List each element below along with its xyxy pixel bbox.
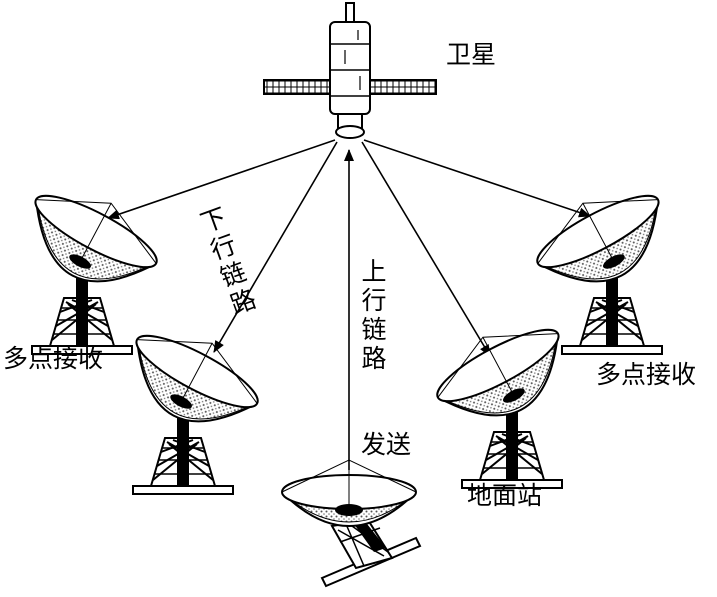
label-multipoint-left: 多点接收 bbox=[3, 344, 104, 373]
satellite-icon bbox=[263, 2, 437, 139]
label-uplink: 上行链路 bbox=[361, 257, 387, 373]
antenna-top-left bbox=[31, 194, 158, 355]
label-multipoint-right: 多点接收 bbox=[596, 360, 697, 389]
downlink-to-top-left bbox=[107, 139, 336, 220]
label-ground-station: 地面站 bbox=[467, 481, 543, 510]
antenna-ground-station bbox=[436, 328, 563, 489]
downlink-to-ground-station bbox=[361, 141, 491, 357]
antenna-transmitter bbox=[281, 459, 422, 588]
downlink-to-top-right bbox=[363, 139, 591, 218]
downlink-to-bottom-left bbox=[213, 141, 338, 353]
link-lines bbox=[107, 139, 591, 470]
antenna-bottom-left bbox=[132, 334, 259, 495]
label-satellite: 卫星 bbox=[446, 40, 497, 69]
antenna-top-right bbox=[536, 194, 663, 355]
label-send: 发送 bbox=[361, 430, 412, 459]
